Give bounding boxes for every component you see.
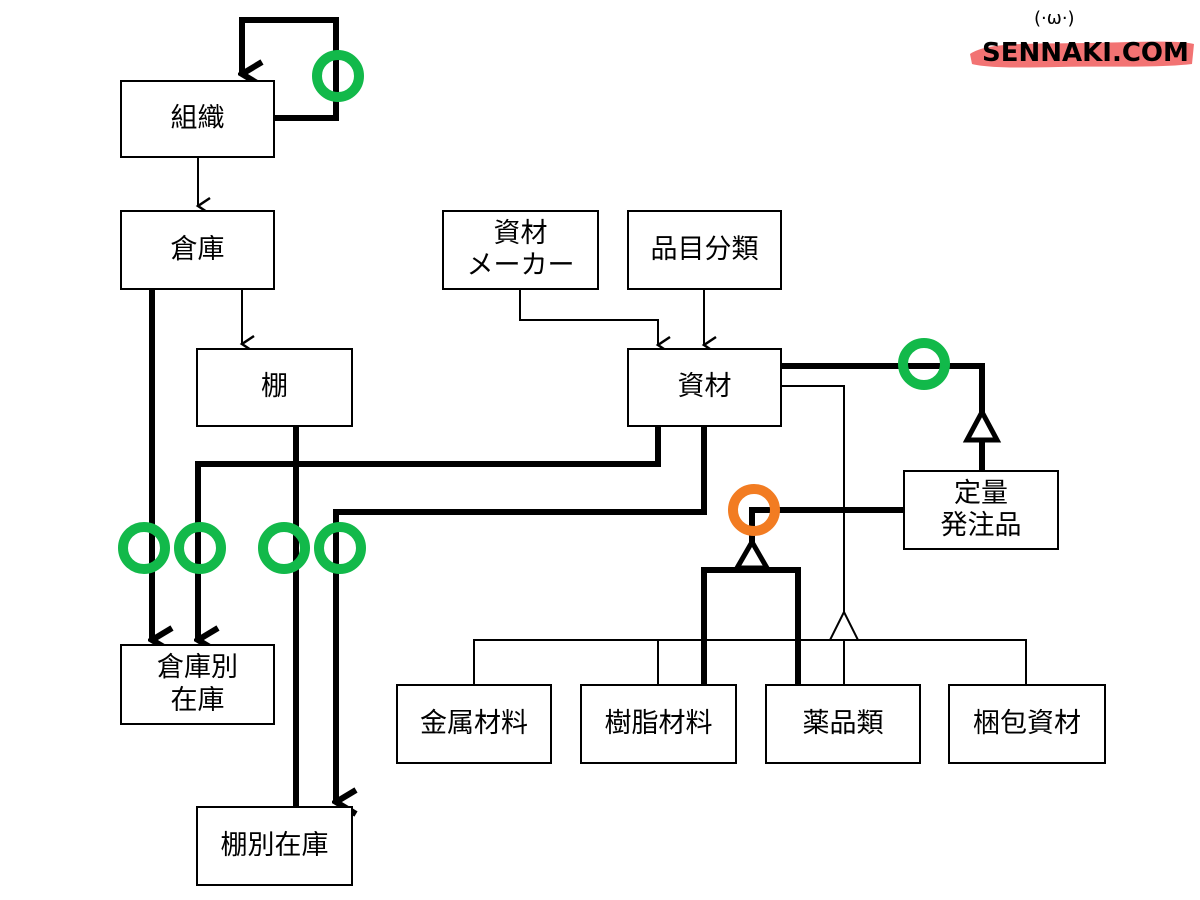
entity-konpou-shizai: 梱包資材 — [948, 684, 1106, 764]
site-logo: (·ω·) SENNAKI.COM — [968, 8, 1196, 78]
entity-hinmoku-bunrui: 品目分類 — [627, 210, 782, 290]
entity-soshiki: 組織 — [120, 80, 275, 158]
entity-souko-betsu-zaiko: 倉庫別 在庫 — [120, 644, 275, 725]
entity-shizai: 資材 — [627, 348, 782, 427]
shizai-to-teiryou-line — [782, 363, 985, 470]
entity-kinzoku-zairyou: 金属材料 — [396, 684, 552, 764]
shizai-to-tana-betsu-zaiko-arrow — [336, 426, 707, 802]
logo-brush-stroke — [970, 41, 1194, 68]
mandatory-marker — [174, 522, 226, 574]
shizai-subtype-line — [782, 385, 845, 612]
mandatory-marker — [118, 522, 170, 574]
entity-yakuhin-rui: 薬品類 — [765, 684, 921, 764]
teiryou-inheritance-triangle — [962, 406, 1002, 443]
mandatory-marker — [898, 338, 950, 390]
entity-tana: 棚 — [196, 348, 353, 427]
subtype-triangle-thin — [828, 609, 860, 641]
entity-shizai-maker: 資材 メーカー — [442, 210, 599, 290]
maker-to-shizai-arrow — [519, 288, 671, 355]
mandatory-marker — [258, 522, 310, 574]
mandatory-marker — [314, 522, 366, 574]
entity-souko: 倉庫 — [120, 210, 275, 290]
logo-face: (·ω·) — [1034, 8, 1075, 29]
optional-marker — [728, 484, 780, 536]
entity-jushi-zairyou: 樹脂材料 — [580, 684, 737, 764]
entity-teiryou-hacchuuhin: 定量 発注品 — [903, 470, 1059, 550]
group-thick-bracket — [701, 567, 801, 686]
group-triangle-thick — [732, 536, 772, 571]
shizai-to-souko-betsu-zaiko-arrow — [198, 426, 661, 640]
mandatory-marker — [312, 50, 364, 102]
soshiki-self-relation — [242, 17, 339, 121]
entity-tana-betsu-zaiko: 棚別在庫 — [196, 806, 353, 886]
subtype-bracket — [473, 639, 1027, 686]
logo-text: SENNAKI.COM — [982, 38, 1189, 68]
